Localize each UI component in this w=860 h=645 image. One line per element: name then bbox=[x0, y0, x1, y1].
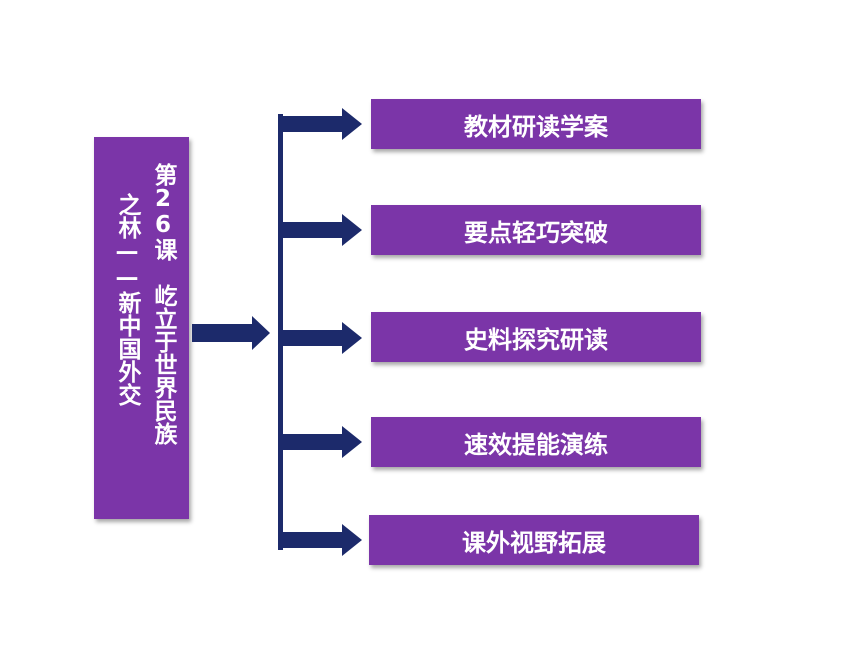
branch-arrow-icon bbox=[283, 108, 362, 140]
branch-arrow-icon bbox=[283, 322, 362, 354]
menu-item-extended-reading[interactable]: 课外视野拓展 bbox=[369, 515, 699, 565]
bracket-line bbox=[278, 114, 283, 550]
lesson-title-box: 第26课 屹立于世界民族 之林——新中国外交 bbox=[94, 137, 189, 519]
menu-item-key-points[interactable]: 要点轻巧突破 bbox=[371, 205, 701, 255]
branch-arrow-icon bbox=[283, 214, 362, 246]
branch-arrow-icon bbox=[283, 524, 362, 556]
menu-item-source-inquiry[interactable]: 史料探究研读 bbox=[371, 312, 701, 362]
lesson-title-line2: 之林——新中国外交 bbox=[114, 193, 140, 406]
lesson-title-line1: 第26课 屹立于世界民族 bbox=[150, 163, 176, 445]
menu-item-textbook-study[interactable]: 教材研读学案 bbox=[371, 99, 701, 149]
menu-item-quick-practice[interactable]: 速效提能演练 bbox=[371, 417, 701, 467]
branch-arrow-icon bbox=[283, 426, 362, 458]
main-arrow-icon bbox=[192, 316, 270, 350]
